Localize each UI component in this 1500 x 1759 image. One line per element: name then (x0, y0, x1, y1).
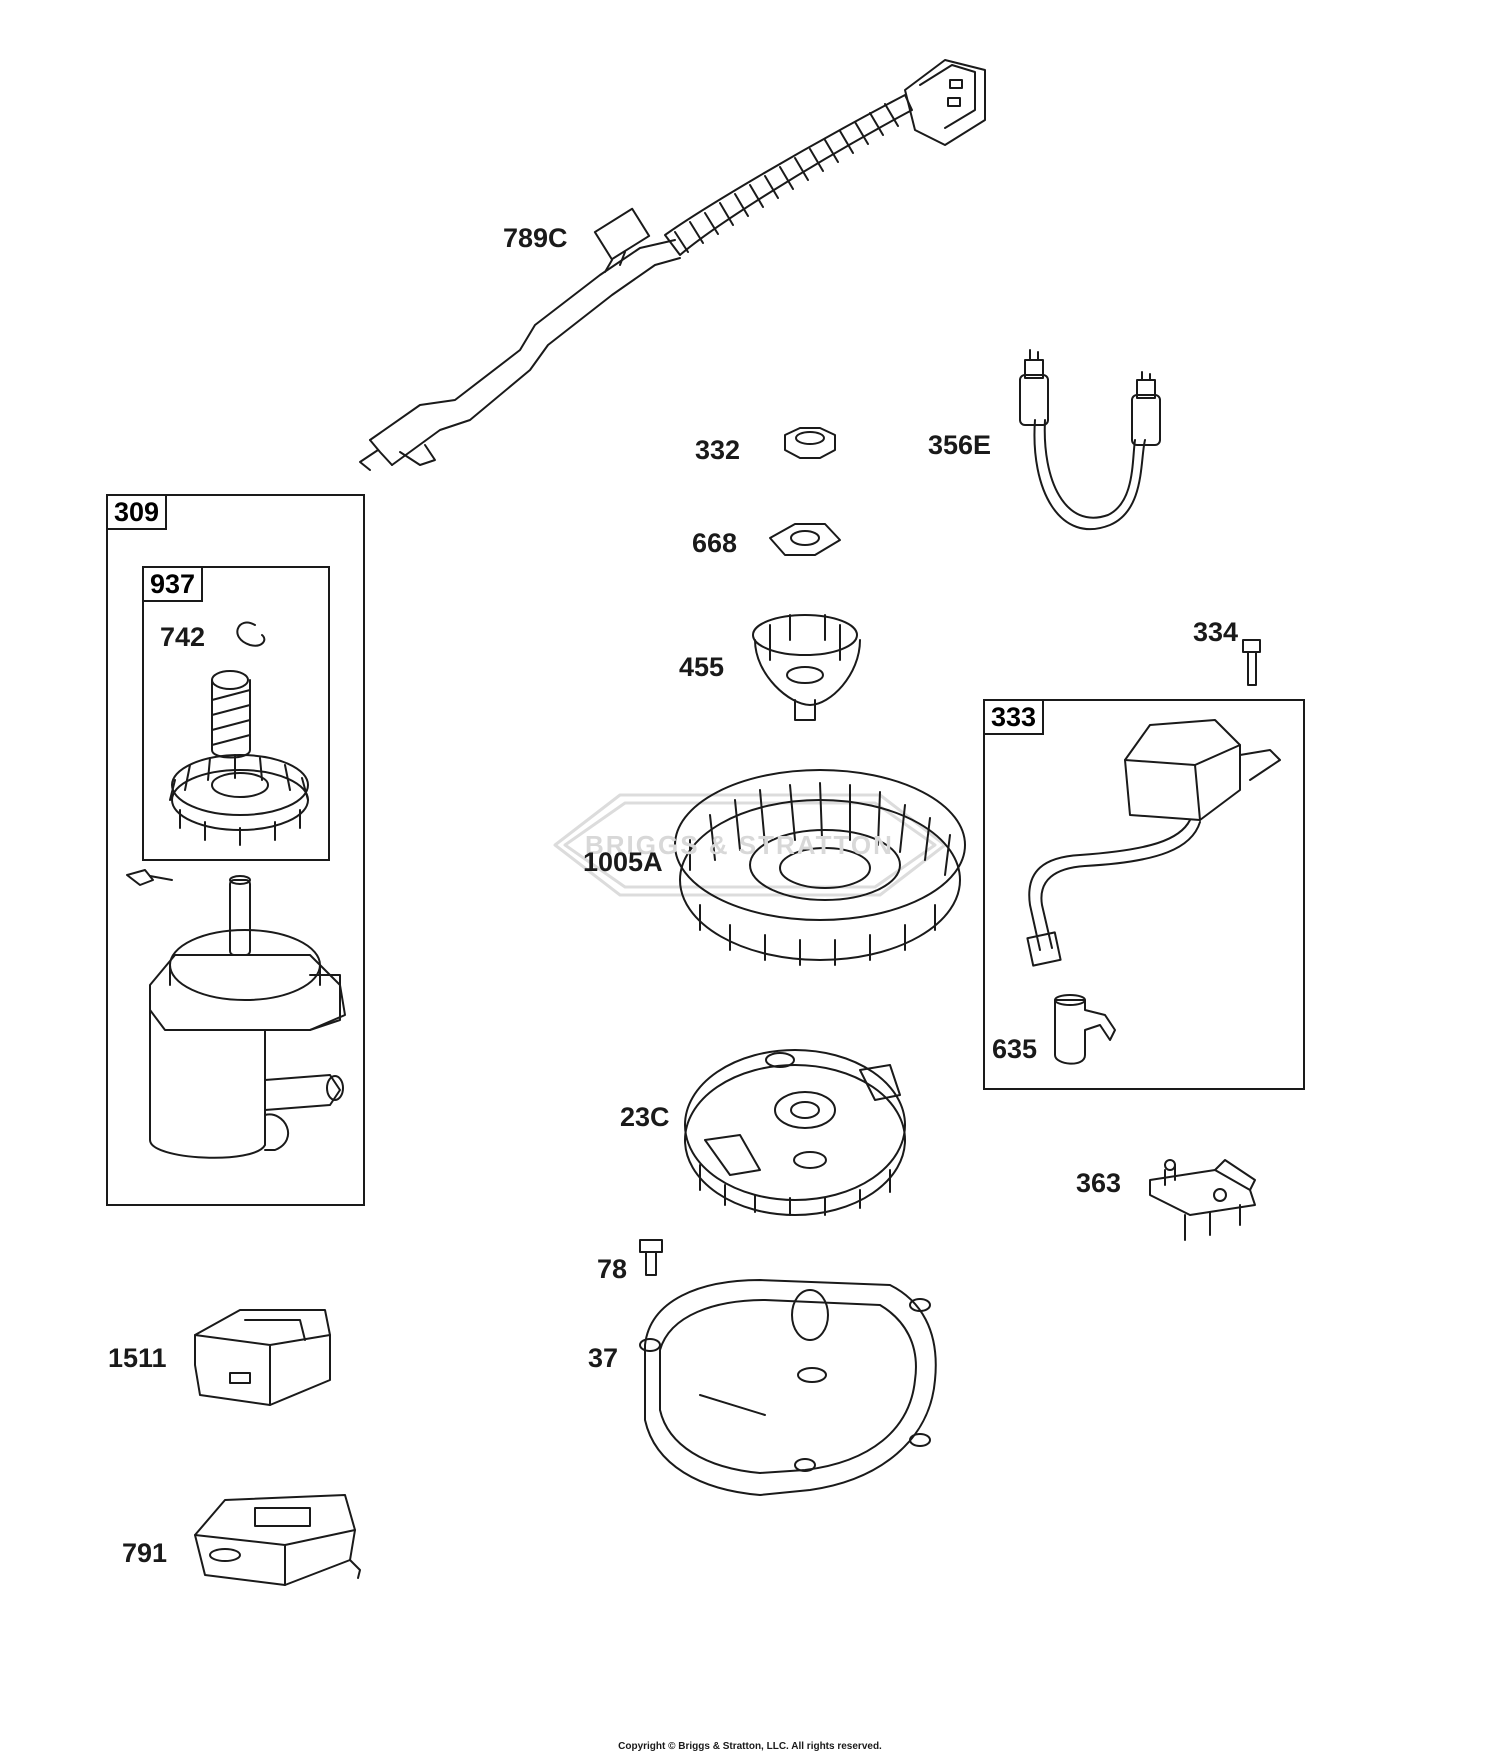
cup-455 (752, 614, 861, 721)
clip-742 (236, 621, 266, 647)
label-742: 742 (160, 622, 206, 652)
label-789c: 789C (503, 223, 568, 253)
kit-box-937: 937 (142, 566, 330, 861)
bolt-334 (1242, 639, 1261, 686)
charger-791 (194, 1494, 361, 1586)
label-635: 635 (992, 1034, 1038, 1064)
wiring-harness-789c (359, 59, 986, 471)
label-332: 332 (695, 435, 741, 465)
gear-set-937 (169, 670, 309, 846)
starter-motor-309 (126, 869, 346, 1159)
kit-box-937-tag: 937 (144, 568, 204, 602)
copyright-notice: Copyright © Briggs & Stratton, LLC. All … (618, 1741, 882, 1752)
label-23c: 23C (620, 1102, 670, 1132)
label-1005a: 1005A (583, 847, 663, 877)
label-1511: 1511 (108, 1343, 167, 1373)
kit-box-309-tag: 309 (108, 496, 168, 530)
wire-jumper-356e (1019, 349, 1161, 531)
label-791: 791 (122, 1538, 168, 1568)
bracket-363 (1149, 1159, 1256, 1241)
kit-box-333: 333 (983, 699, 1305, 1090)
watermark-text: BRIGGS & STRATTON (585, 830, 894, 860)
label-78: 78 (597, 1254, 628, 1284)
screw-78 (639, 1239, 663, 1276)
label-334: 334 (1193, 617, 1239, 647)
kit-box-333-tag: 333 (985, 701, 1045, 735)
hex-nut-332 (784, 427, 836, 459)
washer-668 (769, 523, 841, 556)
battery-1511 (194, 1309, 331, 1406)
flywheel-23c (684, 1049, 906, 1216)
label-455: 455 (679, 652, 725, 682)
ignition-coil-333 (1026, 719, 1281, 1065)
label-363: 363 (1076, 1168, 1122, 1198)
label-356e: 356E (928, 430, 992, 460)
label-37: 37 (588, 1343, 619, 1373)
kit-box-309: 309 (106, 494, 365, 1206)
label-668: 668 (692, 528, 738, 558)
blower-housing-37 (639, 1279, 937, 1496)
flywheel-fan-1005a (674, 769, 966, 966)
